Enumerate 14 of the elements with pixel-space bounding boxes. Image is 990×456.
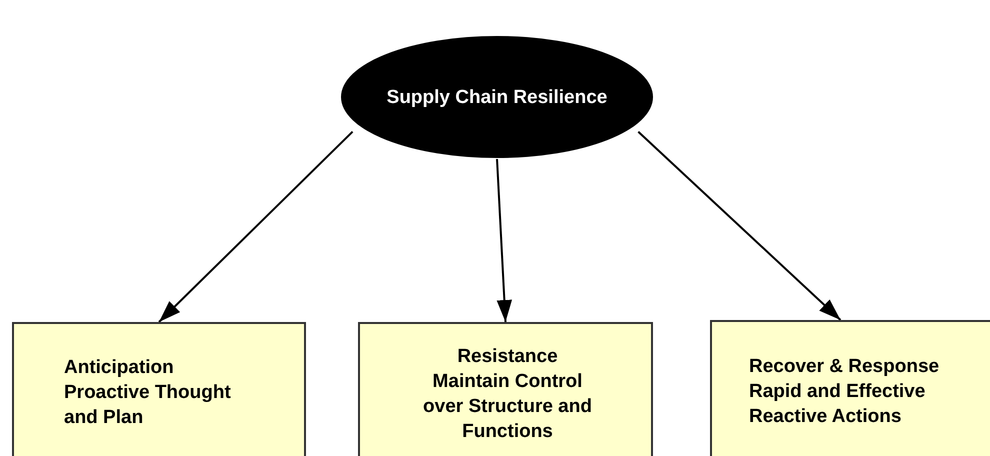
process-box [12,322,306,456]
box-heading: Anticipation [64,356,174,380]
box-heading: Recover & Response [749,355,940,379]
ellipse-node [340,35,654,159]
box-description: Proactive Thought and Plan [64,381,232,430]
box-description: Rapid and Effective Reactive Actions [749,380,926,429]
box-heading: Resistance [457,345,558,369]
arrow [496,158,512,322]
box-description: Maintain Control over Structure and Functions [422,370,592,444]
process-box [710,320,990,456]
process-box [358,322,653,456]
node-title: Supply Chain Resilience [386,86,608,110]
arrow [158,131,354,323]
arrow [638,130,842,321]
